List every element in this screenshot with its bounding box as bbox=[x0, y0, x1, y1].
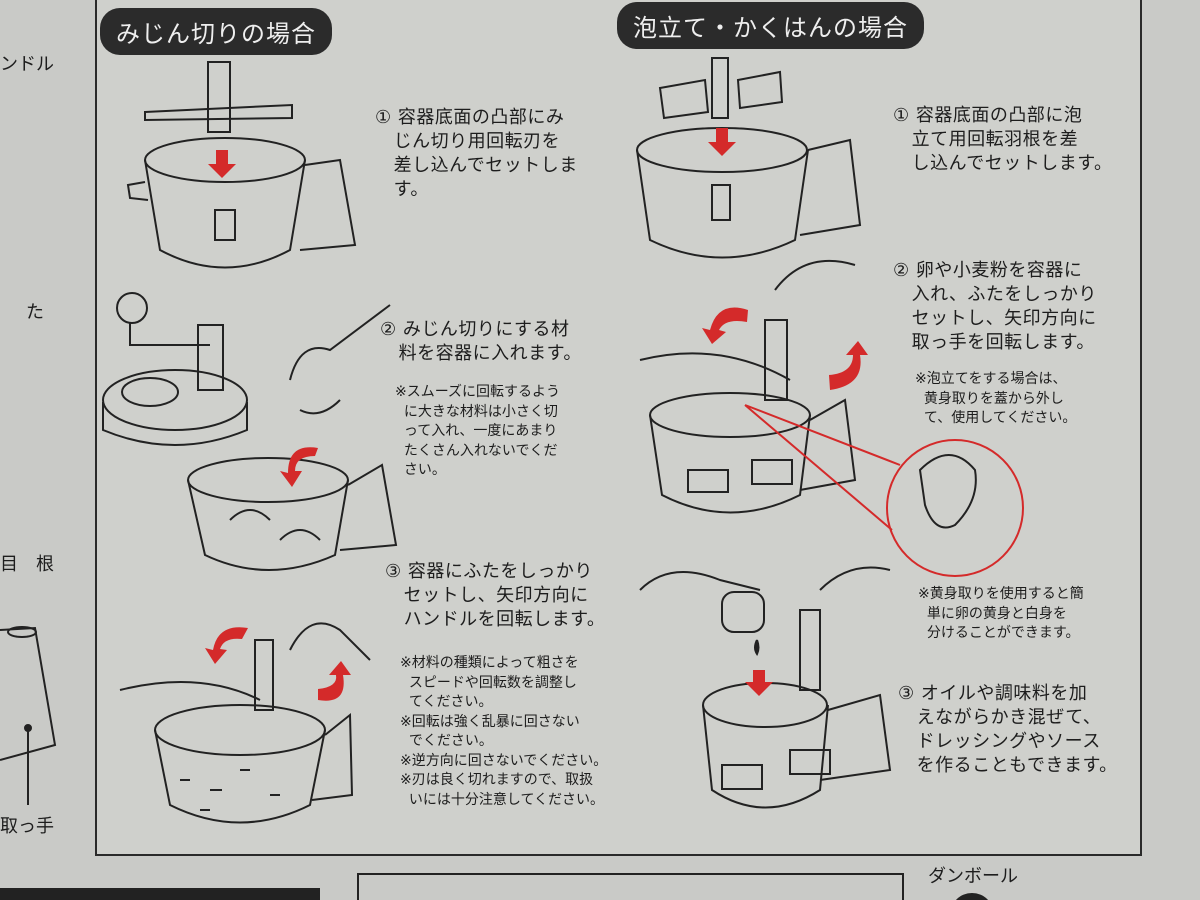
curved-arrow-icon bbox=[280, 447, 318, 487]
mince-notes-3: ※材料の種類によって粗さを スピードや回転数を調整し てください。 ※回転は強く… bbox=[400, 655, 608, 808]
curved-arrow-icon bbox=[205, 627, 248, 664]
mince-note-2: ※スムーズに回転するよう に大きな材料は小さく切 って入れ、一度にあまり たくさ… bbox=[395, 384, 561, 478]
curved-arrow-icon bbox=[318, 661, 351, 701]
label-blade: 目 根 bbox=[0, 554, 54, 575]
whisk-note-2: ※泡立てをする場合は、 黄身取りを蓋から外し て、使用してください。 bbox=[915, 371, 1077, 426]
down-arrow-icon bbox=[745, 670, 773, 696]
bottom-dark-bar bbox=[0, 888, 320, 900]
mince-step-2: ② みじん切りにする材 料を容器に入れます。 bbox=[380, 319, 582, 364]
bottom-dot-icon bbox=[955, 893, 989, 900]
label-grip: 取っ手 bbox=[0, 816, 54, 837]
whisking-illustration bbox=[639, 259, 1024, 577]
whisk-step-2: ② 卵や小麦粉を容器に 入れ、ふたをしっかり セットし、矢印方向に 取っ手を回転… bbox=[893, 260, 1097, 353]
adding-oil-illustration bbox=[639, 566, 892, 809]
down-arrow-icon bbox=[708, 128, 736, 156]
curved-arrow-icon bbox=[702, 307, 748, 344]
section-header-whisk: 泡立て・かくはんの場合 bbox=[617, 2, 924, 49]
label-lid: た bbox=[26, 302, 44, 323]
bottom-table-frame bbox=[357, 873, 904, 900]
label-handle: ンドル bbox=[0, 54, 54, 75]
mince-step-1: ① 容器底面の凸部にみ じん切り用回転刃を 差し込んでセットしま す。 bbox=[375, 107, 578, 200]
section-header-mince: みじん切りの場合 bbox=[100, 8, 332, 55]
cardboard-label: ダンボール bbox=[928, 866, 1018, 887]
mince-step-3: ③ 容器にふたをしっかり セットし、矢印方向に ハンドルを回転します。 bbox=[385, 561, 606, 630]
bowl-with-whisk-illustration bbox=[636, 57, 862, 259]
whisk-step-3: ③ オイルや調味料を加 えながらかき混ぜて、 ドレッシングやソース を作ることも… bbox=[898, 683, 1118, 776]
down-arrow-icon bbox=[208, 150, 236, 178]
container-illustration-margin bbox=[0, 626, 57, 805]
curved-arrow-icon bbox=[829, 341, 868, 390]
yolk-separator-note: ※黄身取りを使用すると簡 単に卵の黄身と白身を 分けることができます。 bbox=[918, 586, 1084, 641]
whisk-step-1: ① 容器底面の凸部に泡 立て用回転羽根を差 し込んでセットします。 bbox=[893, 105, 1113, 174]
bowl-with-blade-illustration bbox=[126, 61, 357, 269]
lid-and-bowl-illustration bbox=[102, 292, 398, 571]
chopping-illustration bbox=[119, 622, 371, 824]
